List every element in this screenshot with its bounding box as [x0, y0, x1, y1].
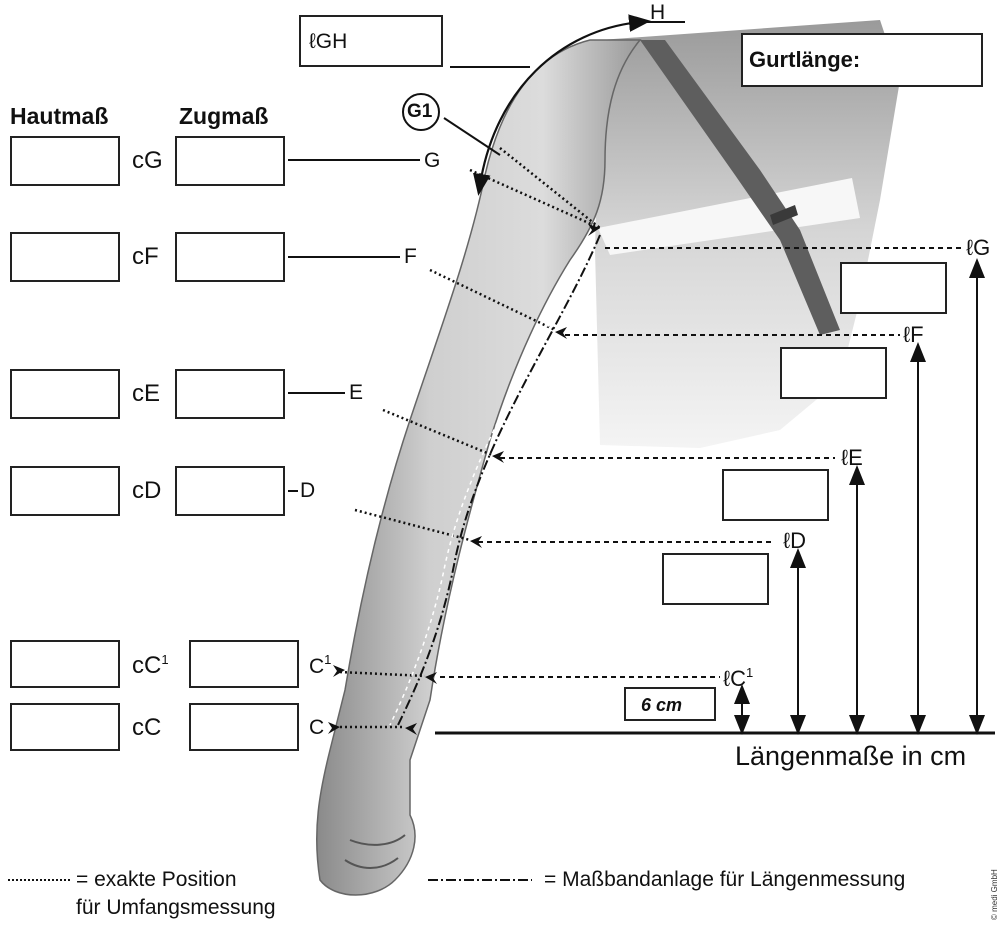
length-input-ld[interactable] [662, 553, 769, 605]
row-label-cd: cD [132, 479, 161, 503]
row-label-ce: cE [132, 382, 160, 406]
point-label-g: G [424, 150, 440, 171]
gurtlaenge-box[interactable]: Gurtlänge: [741, 33, 983, 87]
row-label-cg: cG [132, 149, 163, 173]
zugmass-input-ce[interactable] [175, 369, 285, 419]
hautmass-input-ce[interactable] [10, 369, 120, 419]
zugmass-input-cc[interactable] [189, 703, 299, 751]
hautmass-input-cc[interactable] [10, 703, 120, 751]
hautmass-input-cd[interactable] [10, 466, 120, 516]
hautmass-input-cg[interactable] [10, 136, 120, 186]
point-label-e: E [349, 382, 363, 403]
length-input-lg[interactable] [840, 262, 947, 314]
header-hautmass: Hautmaß [10, 105, 108, 128]
point-label-d: D [300, 480, 315, 501]
lgh-label: ℓGH [309, 31, 347, 52]
legend-dashdot-text: = Maßbandanlage für Längenmessung [544, 869, 905, 890]
gurtlaenge-label: Gurtlänge: [749, 49, 860, 71]
row-label-cc: cC [132, 716, 161, 740]
legend-dotted-text-1: = exakte Position [76, 869, 237, 890]
zugmass-input-cf[interactable] [175, 232, 285, 282]
h-label: H [650, 2, 665, 23]
length-label-ld: ℓD [783, 530, 806, 552]
zugmass-input-cg[interactable] [175, 136, 285, 186]
zugmass-input-cd[interactable] [175, 466, 285, 516]
hautmass-input-cc1[interactable] [10, 640, 120, 688]
length-input-le[interactable] [722, 469, 829, 521]
length-label-lf: ℓF [903, 324, 924, 346]
point-label-c1: C1 [309, 653, 331, 677]
point-label-f: F [404, 246, 417, 267]
g1-leader [444, 118, 500, 155]
length-label-lg: ℓG [966, 237, 990, 259]
zugmass-input-cc1[interactable] [189, 640, 299, 688]
row-label-cf: cF [132, 245, 159, 269]
lgh-box[interactable]: ℓGH [299, 15, 443, 67]
length-label-lc1: ℓC1 [723, 666, 753, 690]
arm-shape [317, 40, 640, 895]
six-cm-box: 6 cm [624, 687, 716, 721]
g1-label: G1 [407, 102, 432, 121]
header-zugmass: Zugmaß [179, 105, 268, 128]
six-cm-label: 6 cm [641, 696, 682, 714]
point-label-c: C [309, 717, 324, 738]
length-label-le: ℓE [841, 447, 863, 469]
copyright-credit: © medi GmbH [990, 869, 999, 920]
row-label-cc1: cC1 [132, 653, 169, 678]
hautmass-input-cf[interactable] [10, 232, 120, 282]
length-axis-title: Längenmaße in cm [735, 743, 966, 770]
legend-dotted-text-2: für Umfangsmessung [76, 897, 276, 918]
length-input-lf[interactable] [780, 347, 887, 399]
